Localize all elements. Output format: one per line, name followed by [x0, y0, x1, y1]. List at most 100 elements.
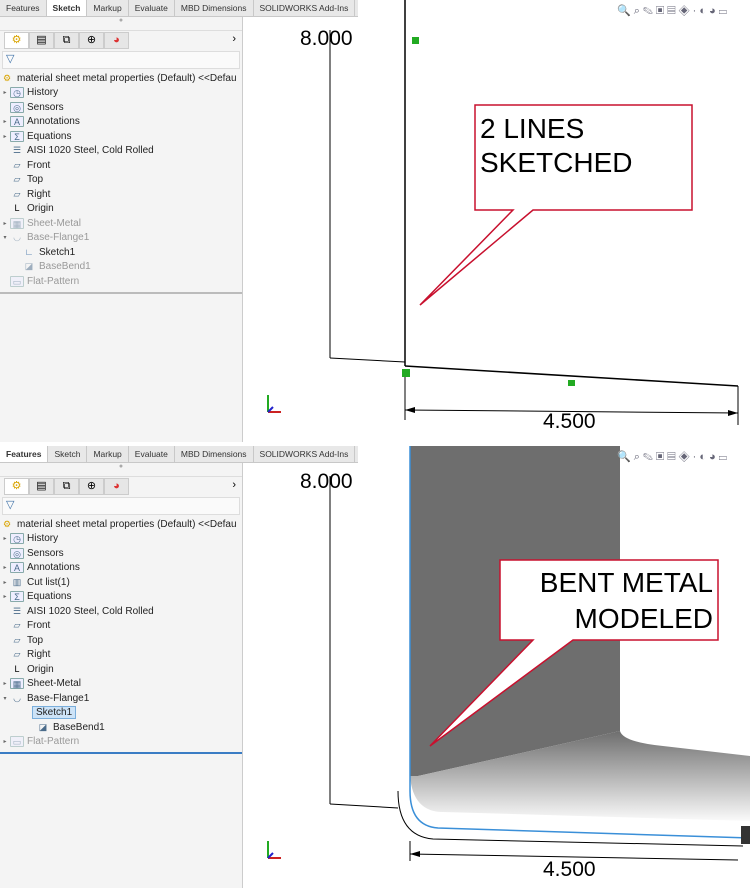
dimension-horizontal-value[interactable]: 4.500 [543, 858, 596, 881]
tree-item-basebend1[interactable]: ◪BaseBend1 [0, 720, 242, 735]
model-edge [397, 790, 744, 847]
sketch-line-horizontal[interactable] [404, 365, 739, 387]
tree-item-material[interactable]: ☰AISI 1020 Steel, Cold Rolled [0, 604, 242, 619]
tree-item-front[interactable]: ▱Front [0, 619, 242, 634]
tree-item-sensors[interactable]: ◎Sensors [0, 100, 242, 115]
dimxpert-tab-icon[interactable]: ⊕ [79, 31, 104, 49]
sketch-relation-vertical-icon[interactable] [412, 37, 419, 44]
tab-markup[interactable]: Markup [87, 446, 129, 462]
tree-item-sheet-metal[interactable]: ▸▦Sheet-Metal [0, 677, 242, 692]
tab-features[interactable]: Features [0, 0, 47, 16]
filter-icon[interactable]: ▽ [2, 497, 240, 515]
panel-grip[interactable]: ● [0, 17, 242, 31]
callout-line-2: SKETCHED [480, 147, 632, 178]
heads-up-view-toolbar[interactable]: 🔍⌕✎▣▤◈·◐◕▭ [617, 5, 730, 17]
graphics-area[interactable]: 8.000 4.500 BENT METAL MODELED 🔍⌕✎▣▤◈·◐◕… [243, 446, 750, 888]
tab-solidworks-add-ins[interactable]: SOLIDWORKS Add-Ins [254, 446, 356, 462]
collapse-icon[interactable]: ▾ [3, 235, 7, 242]
expand-icon[interactable]: ▸ [3, 594, 7, 601]
tab-mbd-dimensions[interactable]: MBD Dimensions [175, 446, 254, 462]
expand-icon[interactable]: ▸ [3, 536, 7, 543]
tree-item-base-flange[interactable]: ▾◡Base-Flange1 [0, 231, 242, 246]
tab-evaluate[interactable]: Evaluate [129, 0, 175, 16]
expand-icon[interactable]: ▸ [3, 119, 7, 126]
material-icon: ☰ [12, 605, 22, 616]
tree-item-front[interactable]: ▱Front [0, 158, 242, 173]
callout-box: 2 LINES SKETCHED [419, 104, 693, 306]
triad-icon [267, 395, 281, 413]
configuration-manager-tab-icon[interactable]: ⧉ [54, 477, 79, 495]
tree-item-sheet-metal[interactable]: ▸▦Sheet-Metal [0, 216, 242, 231]
display-manager-tab-icon[interactable]: ◕ [104, 477, 129, 495]
dimension-vertical-value[interactable]: 8.000 [300, 470, 353, 493]
heads-up-view-toolbar[interactable]: 🔍⌕✎▣▤◈·◐◕▭ [617, 451, 730, 463]
tree-root[interactable]: ⚙material sheet metal properties (Defaul… [0, 517, 242, 532]
tree-item-history[interactable]: ▸◷History [0, 532, 242, 547]
tree-item-material[interactable]: ☰AISI 1020 Steel, Cold Rolled [0, 144, 242, 159]
collapse-icon[interactable]: ▾ [3, 695, 7, 702]
flat-pattern-icon: ▭ [10, 275, 24, 287]
tab-markup[interactable]: Markup [87, 0, 129, 16]
filter-icon[interactable]: ▽ [2, 51, 240, 69]
graphics-area[interactable]: 🔍⌕✎▣▤◈·◐◕▭ 8.000 4.500 2 LINES SKETCHED [243, 0, 750, 442]
expand-icon[interactable]: ▸ [3, 681, 7, 688]
tree-item-history[interactable]: ▸◷History [0, 86, 242, 101]
dimension-horizontal-value[interactable]: 4.500 [543, 410, 596, 433]
tab-solidworks-add-ins[interactable]: SOLIDWORKS Add-Ins [254, 0, 356, 16]
expand-icon[interactable]: ▸ [3, 90, 7, 97]
dimension-vertical-value[interactable]: 8.000 [300, 27, 353, 50]
callout-line-1: BENT METAL [540, 567, 713, 598]
expand-icon[interactable]: ▸ [3, 579, 7, 586]
tree-item-basebend1[interactable]: ◪BaseBend1 [0, 260, 242, 275]
flat-pattern-icon: ▭ [10, 736, 24, 748]
tree-item-right[interactable]: ▱Right [0, 187, 242, 202]
chevron-right-icon[interactable]: › [232, 479, 236, 491]
dimension-line-horizontal[interactable] [409, 853, 739, 861]
tab-features[interactable]: Features [0, 446, 49, 462]
tree-item-top[interactable]: ▱Top [0, 633, 242, 648]
sketch-relation-coincident-icon[interactable] [402, 369, 410, 377]
tree-item-sketch1[interactable]: ∟Sketch1 [0, 245, 242, 260]
tab-sketch[interactable]: Sketch [46, 0, 88, 16]
chevron-right-icon[interactable]: › [232, 33, 236, 45]
property-manager-tab-icon[interactable]: ▤ [29, 31, 54, 49]
panel-grip[interactable]: ● [0, 463, 242, 477]
tree-item-top[interactable]: ▱Top [0, 173, 242, 188]
expand-icon[interactable]: ▸ [3, 220, 7, 227]
expand-icon[interactable]: ▸ [3, 739, 7, 746]
tree-item-sketch1[interactable]: Sketch1 [0, 706, 242, 721]
tree-item-base-flange[interactable]: ▾◡Base-Flange1 [0, 691, 242, 706]
rollback-bar[interactable] [0, 752, 242, 754]
tree-item-sensors[interactable]: ◎Sensors [0, 546, 242, 561]
dimxpert-tab-icon[interactable]: ⊕ [79, 477, 104, 495]
property-manager-tab-icon[interactable]: ▤ [29, 477, 54, 495]
display-manager-tab-icon[interactable]: ◕ [104, 31, 129, 49]
expand-icon[interactable]: ▸ [3, 565, 7, 572]
tree-item-right[interactable]: ▱Right [0, 648, 242, 663]
sketch-relation-horizontal-icon[interactable] [568, 380, 575, 386]
tab-mbd-dimensions[interactable]: MBD Dimensions [175, 0, 254, 16]
tree-root[interactable]: ⚙material sheet metal properties (Defaul… [0, 71, 242, 86]
configuration-manager-tab-icon[interactable]: ⧉ [54, 31, 79, 49]
tab-evaluate[interactable]: Evaluate [129, 446, 175, 462]
selected-sketch1[interactable]: Sketch1 [32, 706, 77, 720]
tab-sketch[interactable]: Sketch [48, 446, 88, 462]
tree-item-flat-pattern[interactable]: ▭Flat-Pattern [0, 274, 242, 289]
feature-manager-tab-icon[interactable]: ⚙ [4, 477, 29, 495]
tree-item-flat-pattern[interactable]: ▸▭Flat-Pattern [0, 735, 242, 750]
expand-icon[interactable]: ▸ [3, 133, 7, 140]
callout-box: BENT METAL MODELED [429, 559, 719, 747]
feature-manager-tab-icon[interactable]: ⚙ [4, 31, 29, 49]
arrowhead [405, 407, 415, 413]
material-icon: ☰ [12, 145, 22, 156]
bend-face[interactable] [410, 731, 750, 821]
dimension-line-horizontal[interactable] [404, 409, 739, 414]
tree-item-cut-list[interactable]: ▸▥Cut list(1) [0, 575, 242, 590]
plane-icon: ▱ [13, 649, 21, 660]
